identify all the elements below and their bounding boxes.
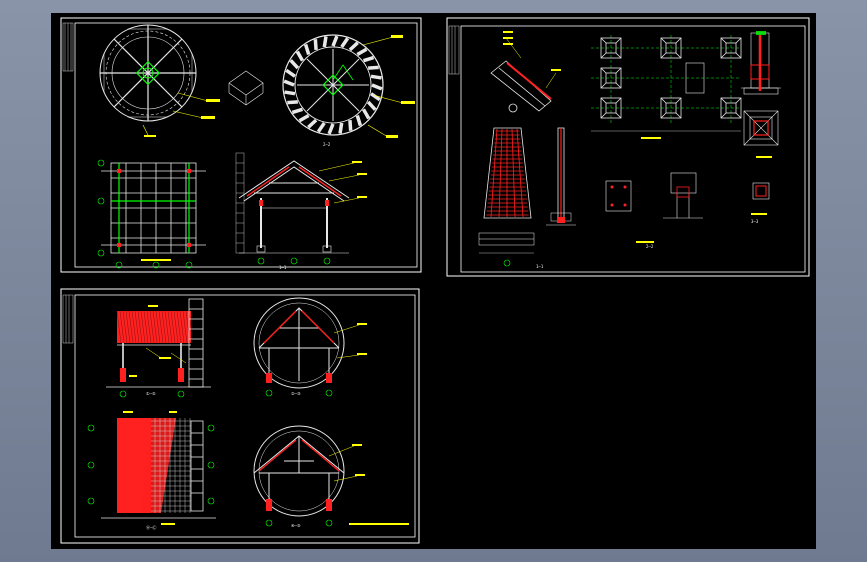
elevation-b-label: Ⓐ—Ⓒ (146, 524, 156, 530)
sheet-3: ①—⑤ ②—③ (60, 288, 420, 544)
sheet-3-title-strip (62, 294, 74, 344)
footing-details (741, 31, 781, 215)
sheet-2-label-a: 1—1 (536, 264, 544, 269)
footing-plan (591, 35, 742, 139)
section-1-1-label: 1—1 (279, 265, 287, 270)
circle-b-label: ④—⑤ (291, 523, 301, 528)
roof-plan-right (282, 34, 415, 138)
frame-plan (97, 152, 245, 269)
sheet-1: 1—1 2—2 (60, 17, 422, 273)
column-section (546, 127, 576, 226)
section-2-2-label: 2—2 (323, 142, 331, 147)
roof-frame-circle-b: ④—⑤ (253, 425, 409, 528)
elevation-a-label: ①—⑤ (146, 391, 156, 396)
elevation-b: Ⓐ—Ⓒ (87, 411, 216, 530)
roof-axon-sketch (228, 70, 264, 106)
sheet-1-title-strip (62, 22, 74, 72)
roof-frame-circle-a: ②—③ (253, 297, 367, 397)
elevation-a: ①—⑤ (106, 298, 211, 398)
section-1-1: 1—1 (238, 160, 367, 270)
sheet-2-label-c: 3—3 (751, 219, 759, 224)
column-elevation (478, 127, 535, 267)
roof-plan-left (99, 24, 220, 137)
cad-model-space[interactable]: 1—1 2—2 (51, 13, 816, 549)
sheet-2: 1—1 2—2 3—3 (446, 17, 810, 277)
rafter-detail (490, 31, 561, 113)
sheet-2-title-strip (448, 25, 460, 75)
pier-details (605, 172, 703, 243)
drawing-canvas: 1—1 2—2 (60, 17, 810, 544)
sheet-2-label-b: 2—2 (646, 244, 654, 249)
circle-a-label: ②—③ (291, 391, 301, 396)
